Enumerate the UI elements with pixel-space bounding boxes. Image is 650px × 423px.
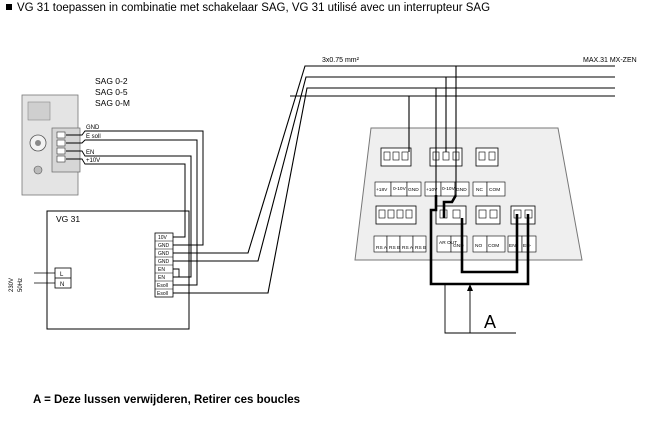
switch-terminal-screw-icon [56, 155, 66, 163]
switch-terminal-label: EN [86, 150, 94, 156]
bus-wires [173, 65, 615, 294]
switch-model-label: SAG 0-2 [95, 76, 128, 86]
controller-bottom-block-left [373, 205, 427, 253]
switch-terminal-label: +10V [86, 158, 100, 164]
controller-top-block-right [472, 147, 506, 197]
power-n-label: N [60, 282, 64, 288]
controller-terminal-label: RS A [402, 245, 414, 251]
removable-loops [429, 194, 530, 286]
vg31-terminal-label: Esoll [157, 283, 168, 289]
switch-model-label: SAG 0-M [95, 98, 130, 108]
bus-label: MAX.31 MX-ZEN [583, 57, 637, 64]
controller-terminal-label: GND [453, 243, 464, 249]
vg31-terminal-label: Esoll [157, 291, 168, 297]
switch-model-label: SAG 0-5 [95, 87, 128, 97]
controller-terminal-label: GND [456, 187, 467, 193]
vg31-terminal-label: 10V [158, 235, 168, 241]
controller-terminal-label: 0-10V [442, 186, 456, 192]
footer-caption: A = Deze lussen verwijderen, Retirer ces… [33, 394, 301, 406]
controller-terminal-label: +10V [426, 187, 438, 193]
controller-terminal-label: AR OUT [439, 240, 457, 246]
switch-screw-center [35, 140, 41, 146]
controller-terminal-label: NO [475, 243, 482, 249]
cable-spec-label: 3x0.75 mm² [322, 57, 360, 64]
switch-to-vg31-wires [118, 130, 204, 286]
switch-terminal-label: E soll [86, 134, 101, 140]
vg31-module [46, 210, 190, 330]
controller-terminal-label: 0-10V [393, 186, 407, 192]
power-voltage-label: 230V [9, 278, 15, 292]
controller-terminal-label: RS B [389, 245, 400, 251]
switch-lower-screw-icon [33, 165, 43, 175]
controller-bottom-block-right [472, 205, 506, 253]
vg31-terminal-label: GND [158, 243, 170, 249]
controller-terminal-label: GND [408, 187, 419, 193]
controller-terminal-label: RS B [415, 245, 426, 251]
page-title: VG 31 toepassen in combinatie met schake… [6, 2, 490, 14]
controller-top-block-left [374, 147, 422, 197]
switch-knob [27, 101, 51, 121]
switch-unit [21, 94, 81, 196]
page-title-text: VG 31 toepassen in combinatie met schake… [17, 2, 491, 14]
vg31-terminal-label: EN [158, 275, 165, 281]
annotation-letter: A [484, 312, 496, 332]
controller-terminal-label: NC [476, 187, 483, 193]
vg31-terminal-label: GND [158, 259, 170, 265]
vg31-title: VG 31 [56, 214, 80, 224]
power-frequency-label: 50Hz [18, 278, 24, 292]
vg31-terminal-label: EN [158, 267, 165, 273]
controller-terminal-label: EN+ [509, 243, 519, 249]
controller-terminal-label: RS A [376, 245, 388, 251]
switch-terminal-label: GND [86, 125, 100, 131]
vg31-terminal-label: GND [158, 251, 170, 257]
switch-terminal-screw-icon [56, 139, 66, 147]
power-l-label: L [60, 272, 64, 278]
vg31-terminal-strip [154, 232, 174, 298]
switch-terminal-screw-icon [56, 147, 66, 155]
switch-terminal-screw-icon [56, 131, 66, 139]
controller-terminal-label: COM [488, 243, 499, 249]
controller-terminal-label: COM [489, 187, 500, 193]
controller-top-block-mid [424, 147, 470, 197]
controller-terminal-label: +18V [376, 187, 388, 193]
bullet-square-icon [6, 4, 12, 10]
